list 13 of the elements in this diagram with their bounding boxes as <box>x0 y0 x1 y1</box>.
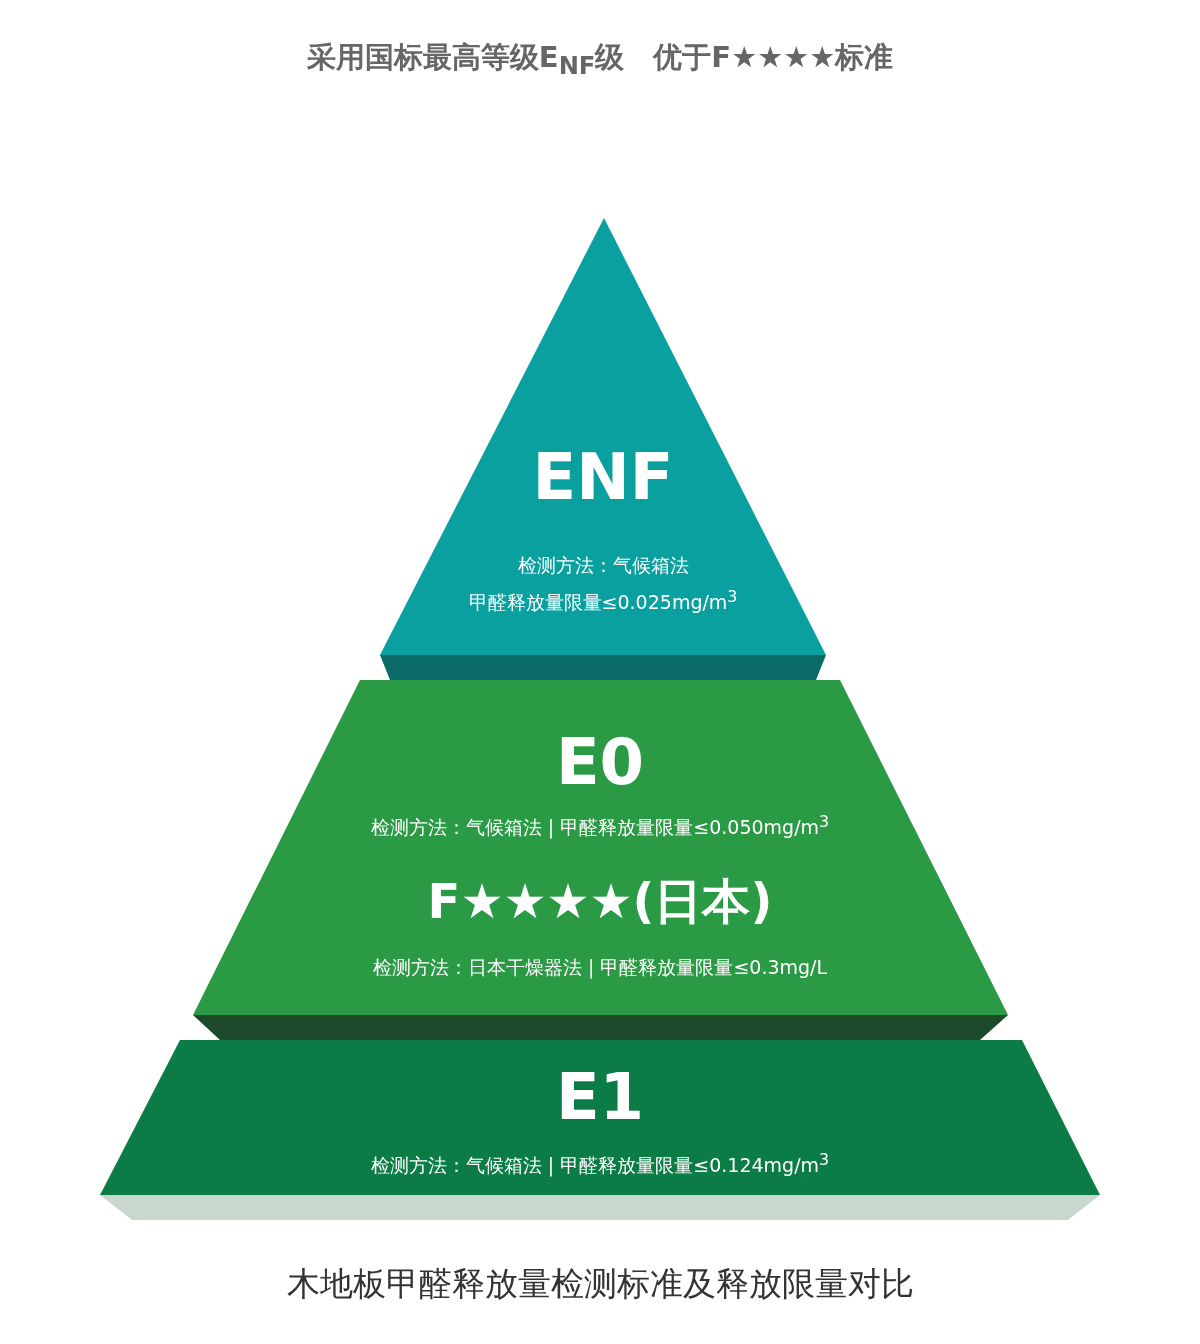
pyramid-bottom-tier <box>98 1040 1102 1195</box>
tier-heading: E1 <box>555 1060 645 1134</box>
tier-description: 甲醛释放量限量≤0.025mg/m$^{3}$ <box>468 587 738 616</box>
pyramid-middle-tier <box>190 680 1010 1015</box>
tier-heading: E0 <box>555 725 645 799</box>
tier-heading: F★★★★(日本) <box>427 872 773 931</box>
subtitle: 采用国标最高等级E$_{NF}$级 优于F★★★★标准 <box>305 39 895 80</box>
tier-description: 检测方法：日本干燥器法 | 甲醛释放量限量≤0.3mg/L <box>372 955 828 981</box>
tier-description: 检测方法：气候箱法 | 甲醛释放量限量≤0.124mg/m$^{3}$ <box>370 1150 830 1179</box>
tier-description: 检测方法：气候箱法 | 甲醛释放量限量≤0.050mg/m$^{3}$ <box>370 812 830 841</box>
tier-heading: ENF <box>532 440 674 514</box>
tier-description: 检测方法：气候箱法 <box>517 553 689 578</box>
caption: 木地板甲醛释放量检测标准及释放限量对比 <box>285 1263 915 1305</box>
